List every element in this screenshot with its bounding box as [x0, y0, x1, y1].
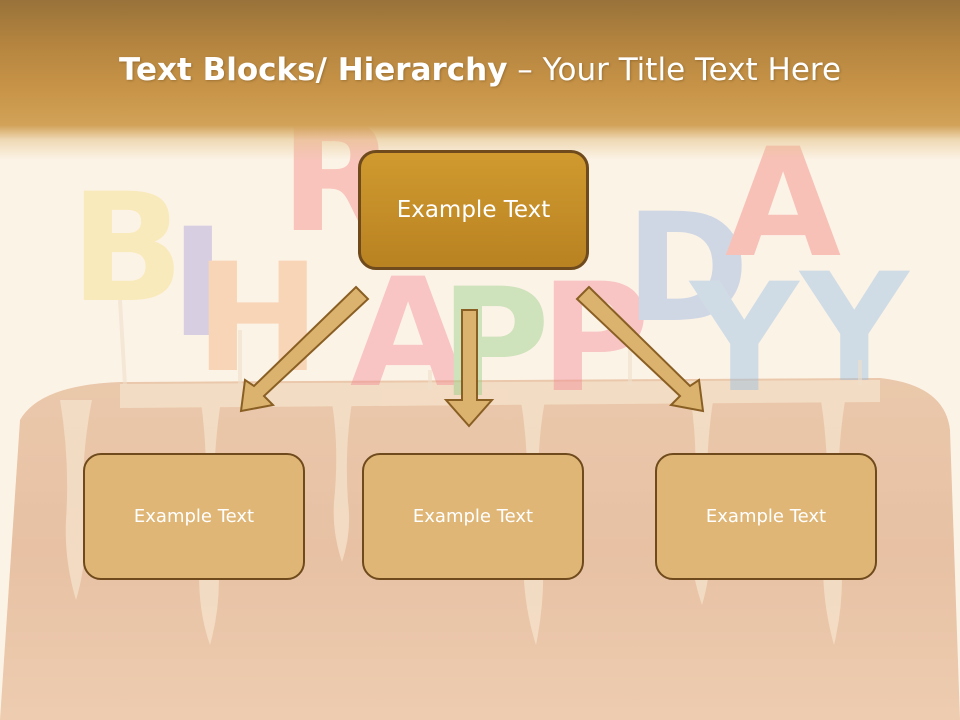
child-box-left[interactable]: Example Text	[83, 453, 305, 580]
title-bold-part: Text Blocks/ Hierarchy	[118, 52, 508, 88]
svg-text:B: B	[70, 162, 184, 336]
slide-title: Text Blocks/ Hierarchy – Your Title Text…	[0, 52, 960, 88]
top-level-box[interactable]: Example Text	[358, 150, 589, 270]
child-box-label: Example Text	[133, 506, 255, 527]
child-box-label: Example Text	[705, 506, 827, 527]
svg-text:Y: Y	[798, 242, 911, 416]
title-band	[0, 0, 960, 160]
title-rest: Your Title Text Here	[542, 52, 842, 88]
svg-text:Y: Y	[688, 252, 801, 426]
child-box-label: Example Text	[412, 506, 534, 527]
svg-text:I: I	[170, 197, 226, 371]
top-box-label: Example Text	[396, 197, 551, 223]
title-separator: –	[507, 52, 543, 88]
child-box-middle[interactable]: Example Text	[362, 453, 584, 580]
child-box-right[interactable]: Example Text	[655, 453, 877, 580]
